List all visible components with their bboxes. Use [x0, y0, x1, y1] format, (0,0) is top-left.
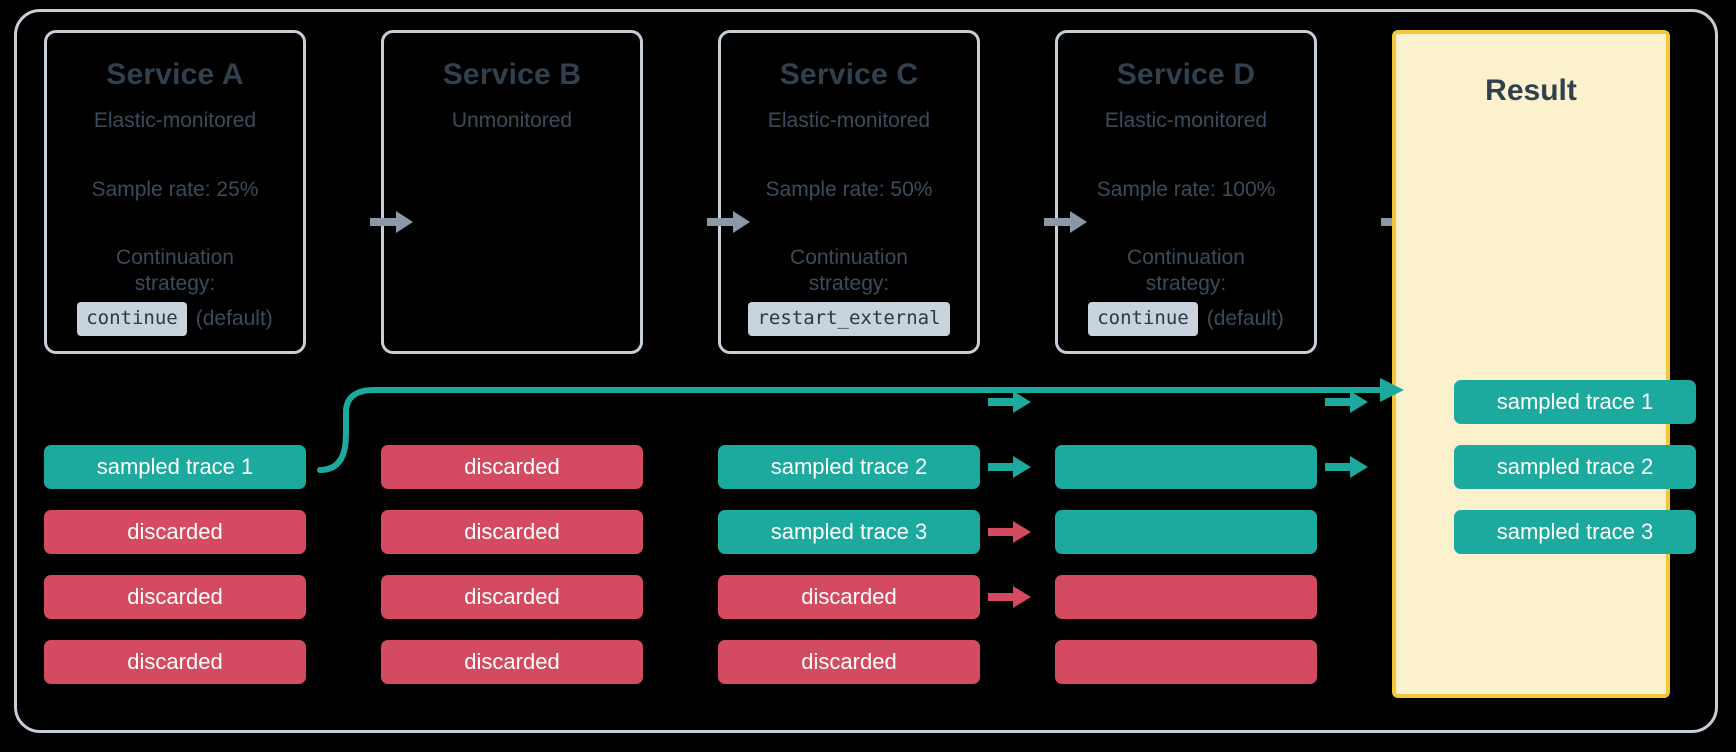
service-d-strategy-value: continue [1088, 302, 1198, 337]
trace-pill-a-3: discarded [44, 575, 306, 619]
arrow-right-icon-trace-d1-to-result2 [1325, 390, 1369, 414]
service-c-title: Service C [779, 58, 919, 91]
arrow-right-icon-a-to-b [370, 209, 414, 235]
service-a-strategy-note: (default) [195, 307, 273, 331]
trace-pill-c-4: discarded [718, 640, 980, 684]
trace-pill-d-3 [1055, 575, 1317, 619]
service-a-monitoring: Elastic-monitored [93, 109, 257, 133]
service-a-title: Service A [106, 58, 244, 91]
service-c-strategy-label: Continuation strategy: [790, 245, 908, 295]
service-d-monitoring: Elastic-monitored [1104, 109, 1268, 133]
service-d-strategy-line: continue (default) [1058, 302, 1314, 337]
trace-pill-b-2: discarded [381, 510, 643, 554]
trace-pill-b-1: discarded [381, 445, 643, 489]
service-a-strategy-value: continue [77, 302, 187, 337]
arrow-right-icon-trace-d2-to-result3 [1325, 455, 1369, 479]
arrow-right-icon-trace-c1-to-d1 [988, 390, 1032, 414]
result-title: Result [1485, 74, 1577, 107]
trace-pill-a-2: discarded [44, 510, 306, 554]
trace-pill-c-1: sampled trace 2 [718, 445, 980, 489]
trace-pill-a-4: discarded [44, 640, 306, 684]
arrow-right-icon-b-to-c [707, 209, 751, 235]
service-card-d: Service D Elastic-monitored Sample rate:… [1055, 30, 1317, 354]
trace-pill-d-1 [1055, 445, 1317, 489]
service-a-strategy-label: Continuation strategy: [116, 245, 234, 295]
service-a-sample-rate: Sample rate: 25% [91, 177, 259, 201]
service-d-strategy-label: Continuation strategy: [1127, 245, 1245, 295]
arrow-right-icon-c-to-d [1044, 209, 1088, 235]
result-panel: Result [1392, 30, 1670, 698]
arrow-right-icon-trace-c2-to-d2 [988, 455, 1032, 479]
trace-pill-d-2 [1055, 510, 1317, 554]
service-b-title: Service B [442, 58, 582, 91]
trace-pill-b-4: discarded [381, 640, 643, 684]
result-pill-2: sampled trace 2 [1454, 445, 1696, 489]
trace-pill-c-3: discarded [718, 575, 980, 619]
trace-pill-c-2: sampled trace 3 [718, 510, 980, 554]
service-d-title: Service D [1116, 58, 1256, 91]
service-b-monitoring: Unmonitored [451, 109, 573, 133]
service-c-strategy-line: restart_external [721, 302, 977, 337]
trace-pill-b-3: discarded [381, 575, 643, 619]
service-d-strategy-note: (default) [1206, 307, 1284, 331]
trace-pill-d-4 [1055, 640, 1317, 684]
service-card-c: Service C Elastic-monitored Sample rate:… [718, 30, 980, 354]
service-a-strategy-line: continue (default) [47, 302, 303, 337]
arrow-right-icon-trace-c3-to-d3 [988, 520, 1032, 544]
service-cards-row: Service A Elastic-monitored Sample rate:… [44, 30, 1694, 360]
result-pill-3: sampled trace 3 [1454, 510, 1696, 554]
service-c-sample-rate: Sample rate: 50% [765, 177, 933, 201]
service-card-a: Service A Elastic-monitored Sample rate:… [44, 30, 306, 354]
service-card-b: Service B Unmonitored [381, 30, 643, 354]
service-d-sample-rate: Sample rate: 100% [1096, 177, 1276, 201]
arrow-right-icon-trace-c4-to-d4 [988, 585, 1032, 609]
result-pill-1: sampled trace 1 [1454, 380, 1696, 424]
trace-grid: sampled trace 1 discarded discarded disc… [44, 380, 1696, 700]
trace-pill-a-1: sampled trace 1 [44, 445, 306, 489]
service-c-monitoring: Elastic-monitored [767, 109, 931, 133]
service-c-strategy-value: restart_external [748, 302, 950, 337]
